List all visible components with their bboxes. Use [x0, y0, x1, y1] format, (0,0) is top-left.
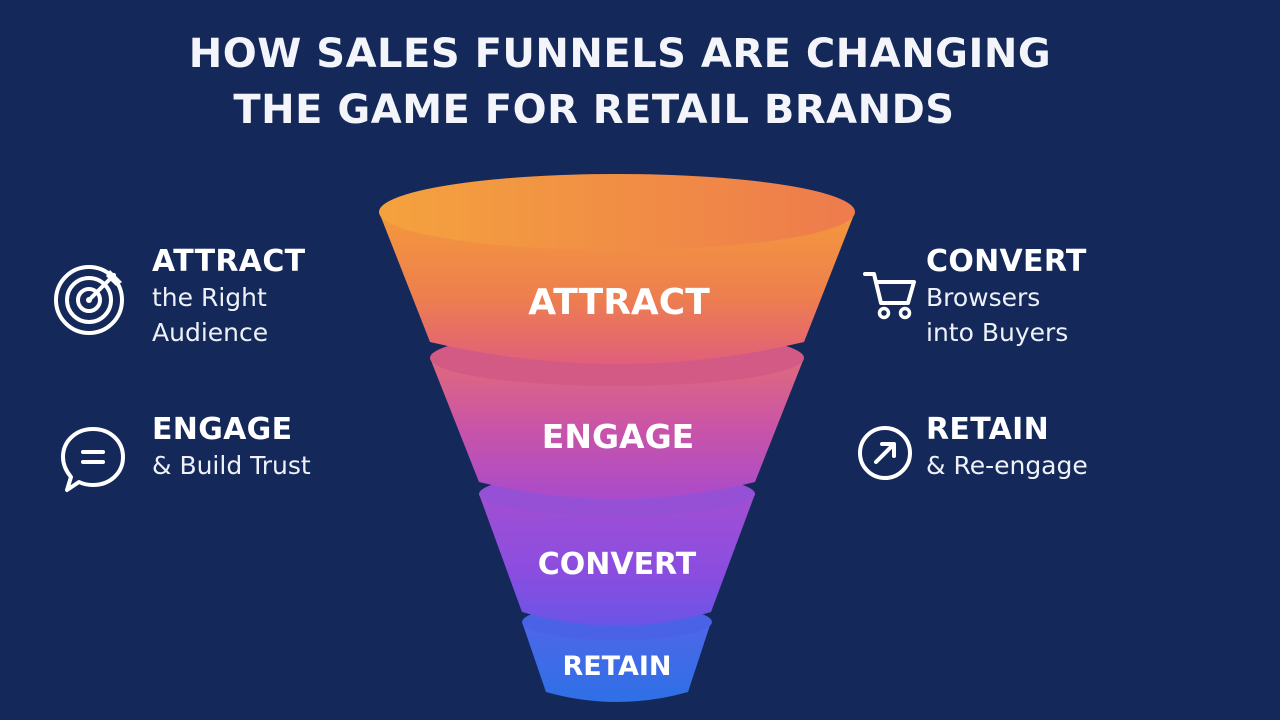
attract-desc-line-2: Audience	[152, 318, 269, 347]
page-title-line-1: HOW SALES FUNNELS ARE CHANGING	[188, 31, 1052, 77]
target-icon	[54, 265, 124, 335]
engage-desc-line-1: & Build Trust	[152, 451, 311, 480]
shopping-cart-icon	[863, 272, 916, 320]
retain-heading: RETAIN	[926, 412, 1050, 447]
convert-desc-line-2: into Buyers	[926, 318, 1069, 347]
convert-desc-line-1: Browsers	[926, 283, 1041, 312]
engage-heading: ENGAGE	[152, 412, 293, 447]
funnel-label-convert: CONVERT	[538, 547, 697, 582]
page-title-line-2: THE GAME FOR RETAIL BRANDS	[233, 87, 955, 133]
attract-heading: ATTRACT	[152, 244, 306, 279]
retain-desc-line-1: & Re-engage	[926, 451, 1088, 480]
funnel-stage-attract: ATTRACT	[379, 174, 855, 364]
funnel-label-retain: RETAIN	[562, 651, 671, 682]
chat-bubble-icon	[61, 427, 125, 492]
funnel-label-attract: ATTRACT	[528, 282, 710, 323]
funnel-label-engage: ENGAGE	[542, 417, 694, 456]
convert-heading: CONVERT	[926, 244, 1087, 279]
attract-desc-line-1: the Right	[152, 283, 267, 312]
arrow-up-right-circle-icon	[858, 426, 912, 480]
